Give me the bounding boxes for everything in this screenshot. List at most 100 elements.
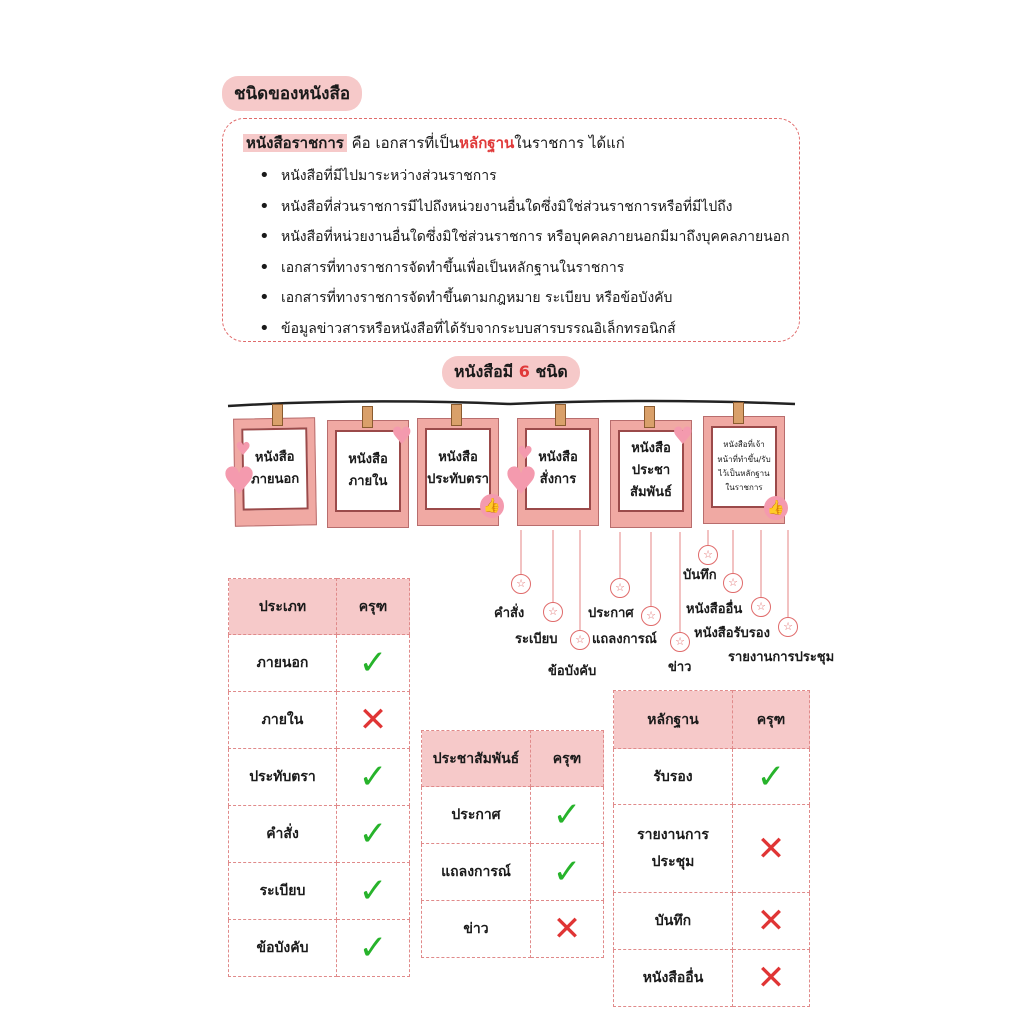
- page-title: ชนิดของหนังสือ: [222, 76, 363, 111]
- star-icon: ☆: [570, 630, 590, 650]
- table-row: บันทึก ✕: [613, 892, 810, 950]
- types-heading-number: 6: [518, 362, 530, 381]
- frame-internal: หนังสือภายใน: [327, 420, 409, 528]
- star-icon: ☆: [751, 597, 771, 617]
- table-cell: หนังสืออื่น: [613, 949, 733, 1007]
- heart-icon: ♥: [504, 459, 539, 503]
- heart-icon: ♥: [517, 443, 534, 464]
- cross-icon: ✕: [552, 909, 582, 949]
- cross-icon: ✕: [756, 828, 786, 869]
- clothespin-icon: [362, 406, 373, 428]
- frame-label: ไว้เป็นหลักฐาน: [718, 469, 770, 478]
- table-cell: ข่าว: [421, 900, 531, 958]
- subtype-label: ประกาศ: [588, 606, 634, 621]
- check-icon: ✓: [756, 756, 786, 797]
- subtype-label: หนังสือรับรอง: [694, 626, 770, 641]
- check-icon: ✓: [358, 928, 388, 968]
- table-header: หลักฐาน: [613, 690, 733, 749]
- table-cell: รับรอง: [613, 748, 733, 805]
- frame-label: ประทับตรา: [427, 472, 489, 487]
- check-icon: ✓: [358, 814, 388, 854]
- table-cell: รายงานการ: [637, 826, 709, 843]
- table-row: แถลงการณ์ ✓: [421, 843, 604, 901]
- list-item: หนังสือที่หน่วยงานอื่นใดซึ่งมิใช่ส่วนราช…: [259, 222, 790, 253]
- thumbs-up-icon: 👍: [480, 494, 504, 518]
- table-row: รับรอง ✓: [613, 748, 810, 805]
- cross-icon: ✕: [756, 901, 786, 941]
- table-header: ครุฑ: [732, 690, 810, 749]
- table-cell: ประชุม: [651, 853, 695, 870]
- subtype-label: หนังสืออื่น: [686, 602, 743, 617]
- types-heading-pre: หนังสือมี: [454, 362, 514, 381]
- table-cell: ระเบียบ: [228, 862, 337, 920]
- table-row: ข่าว ✕: [421, 900, 604, 958]
- list-item: เอกสารที่ทางราชการจัดทำขึ้นตามกฎหมาย ระเ…: [259, 283, 790, 314]
- subtype-label: ข้อบังคับ: [548, 664, 597, 679]
- clothespin-icon: [644, 406, 655, 428]
- thumbs-up-icon: 👍: [764, 496, 788, 520]
- cross-icon: ✕: [358, 700, 388, 740]
- table-cell: ภายใน: [228, 691, 337, 749]
- subtype-label: บันทึก: [683, 568, 717, 583]
- table-row: ระเบียบ ✓: [228, 862, 410, 920]
- definition-term: หนังสือราชการ: [243, 134, 347, 152]
- table-cell: คำสั่ง: [228, 805, 337, 863]
- frame-label: สัมพันธ์: [630, 485, 672, 501]
- definition-text1: เอกสารที่เป็น: [375, 134, 460, 152]
- star-icon: ☆: [778, 617, 798, 637]
- frame-label: หนังสือ: [631, 440, 671, 456]
- definition-highlight: หลักฐาน: [459, 134, 515, 152]
- star-icon: ☆: [698, 545, 718, 565]
- cross-icon: ✕: [756, 958, 786, 998]
- table-cell: ข้อบังคับ: [228, 919, 337, 977]
- frame-label: หนังสือ: [254, 449, 295, 466]
- check-icon: ✓: [358, 757, 388, 797]
- frame-label: หน้าที่ทำขึ้น/รับ: [717, 454, 771, 464]
- definition-box: หนังสือราชการ คือ เอกสารที่เป็นหลักฐานใน…: [222, 118, 800, 344]
- frame-label: ภายนอก: [250, 471, 300, 488]
- subtype-label: รายงานการประชุม: [728, 650, 835, 665]
- subtype-label: แถลงการณ์: [592, 632, 657, 647]
- pr-garuda-table: ประชาสัมพันธ์ ครุฑ ประกาศ ✓ แถลงการณ์ ✓ …: [421, 730, 604, 958]
- frame-label: หนังสือ: [538, 449, 578, 465]
- check-icon: ✓: [358, 643, 388, 683]
- table-cell: ภายนอก: [228, 634, 337, 692]
- table-cell: ประทับตรา: [228, 748, 337, 806]
- table-header: ครุฑ: [530, 730, 604, 787]
- table-row: ข้อบังคับ ✓: [228, 919, 410, 977]
- definition-is: คือ: [351, 134, 371, 152]
- types-heading-post: ชนิด: [535, 362, 568, 381]
- clothespin-icon: [451, 404, 462, 426]
- table-cell: ประกาศ: [421, 786, 531, 844]
- subtype-label: คำสั่ง: [494, 606, 525, 621]
- subtype-label: ข่าว: [668, 660, 692, 675]
- list-item: เอกสารที่ทางราชการจัดทำขึ้นเพื่อเป็นหลัก…: [259, 253, 790, 284]
- table-cell: แถลงการณ์: [421, 843, 531, 901]
- table-row: ภายใน ✕: [228, 691, 410, 749]
- table-row: ประกาศ ✓: [421, 786, 604, 844]
- star-icon: ☆: [543, 602, 563, 622]
- check-icon: ✓: [358, 871, 388, 911]
- table-row: ประทับตรา ✓: [228, 748, 410, 806]
- clothespin-icon: [555, 404, 566, 426]
- clothespin-icon: [272, 404, 283, 426]
- table-header: ประชาสัมพันธ์: [421, 730, 531, 787]
- evidence-garuda-table: หลักฐาน ครุฑ รับรอง ✓ รายงานการประชุม ✕ …: [613, 690, 810, 1007]
- table-row: คำสั่ง ✓: [228, 805, 410, 863]
- table-row: รายงานการประชุม ✕: [613, 804, 810, 893]
- definition-list: หนังสือที่มีไปมาระหว่างส่วนราชการ หนังสื…: [259, 161, 790, 344]
- frame-label: หนังสือ: [438, 449, 478, 465]
- frame-label: ในราชการ: [725, 483, 763, 493]
- table-row: หนังสืออื่น ✕: [613, 949, 810, 1007]
- frame-label: หนังสือ: [348, 451, 388, 467]
- star-icon: ☆: [511, 574, 531, 594]
- frame-label: ภายใน: [348, 474, 388, 489]
- frame-label: หนังสือที่เจ้า: [723, 440, 765, 450]
- frame-label: สั่งการ: [539, 472, 577, 487]
- frame-directive: หนังสือสั่งการ: [517, 418, 599, 526]
- heart-icon: ♥: [672, 422, 694, 450]
- star-icon: ☆: [723, 573, 743, 593]
- subtype-label: ระเบียบ: [515, 632, 558, 647]
- star-icon: ☆: [641, 606, 661, 626]
